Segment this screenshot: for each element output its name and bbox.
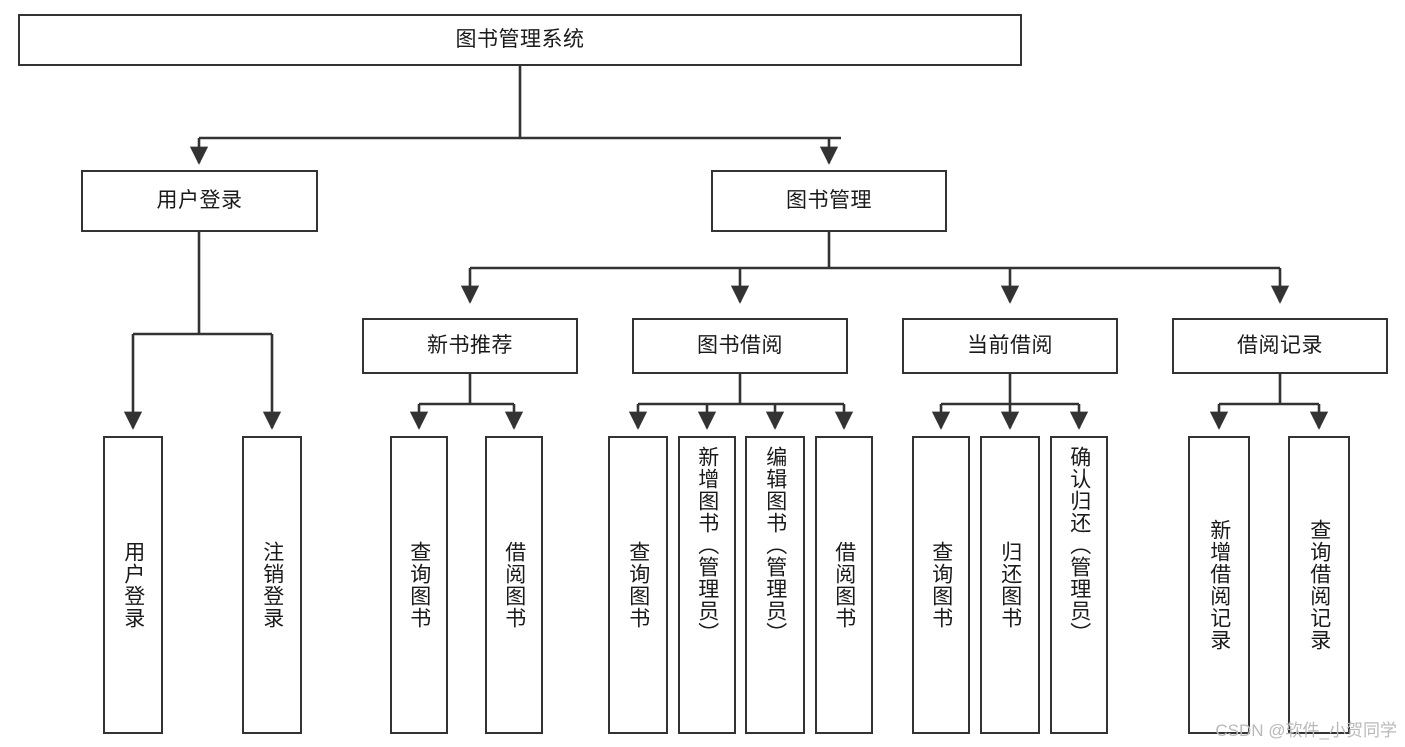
node-leaf-return-book[interactable]: 归还图书 <box>980 436 1040 734</box>
node-leaf-borrow-book[interactable]: 借阅图书 <box>815 436 873 734</box>
connector-newbook-to-leaves <box>409 374 524 430</box>
connector-borrowrecord-to-leaves <box>1209 374 1329 430</box>
node-label: 图书借阅 <box>697 334 783 358</box>
node-label: 借阅图书 <box>502 541 526 629</box>
node-borrow-record[interactable]: 借阅记录 <box>1172 318 1388 374</box>
node-user-login[interactable]: 用户登录 <box>81 170 318 232</box>
node-leaf-query-book-recommend[interactable]: 查询图书 <box>390 436 448 734</box>
node-label: 用户登录 <box>156 189 243 213</box>
node-label: 查询图书 <box>407 541 431 629</box>
node-leaf-user-login[interactable]: 用户登录 <box>103 436 163 734</box>
node-label: 编辑图书（管理员） <box>763 446 787 644</box>
node-leaf-confirm-return[interactable]: 确认归还（管理员） <box>1050 436 1108 734</box>
node-label: 新增借阅记录 <box>1207 519 1231 651</box>
node-label: 归还图书 <box>998 541 1022 629</box>
node-label: 查询图书 <box>929 541 953 629</box>
node-leaf-edit-book[interactable]: 编辑图书（管理员） <box>745 436 805 734</box>
node-label: 图书管理系统 <box>455 28 585 52</box>
node-label: 图书管理 <box>786 189 872 213</box>
node-label: 注销登录 <box>260 541 284 629</box>
node-label: 查询图书 <box>626 541 650 629</box>
node-label: 查询借阅记录 <box>1307 519 1331 651</box>
node-leaf-user-logout[interactable]: 注销登录 <box>242 436 302 734</box>
node-label: 确认归还（管理员） <box>1067 446 1091 644</box>
connector-root-to-level2 <box>189 66 841 165</box>
connector-currentborrow-to-leaves <box>931 374 1089 430</box>
node-leaf-query-book-current[interactable]: 查询图书 <box>912 436 970 734</box>
connector-userlogin-to-leaves <box>123 232 282 430</box>
node-label: 新书推荐 <box>427 334 513 358</box>
connector-bookborrow-to-leaves <box>628 374 854 430</box>
node-label: 用户登录 <box>121 541 145 629</box>
node-leaf-query-book-borrow[interactable]: 查询图书 <box>608 436 668 734</box>
node-label: 当前借阅 <box>967 334 1053 358</box>
node-new-book-recommend[interactable]: 新书推荐 <box>362 318 578 374</box>
node-label: 新增图书（管理员） <box>695 446 719 644</box>
node-book-management[interactable]: 图书管理 <box>711 170 947 232</box>
node-leaf-add-borrow-record[interactable]: 新增借阅记录 <box>1188 436 1250 734</box>
node-label: 借阅图书 <box>832 541 856 629</box>
node-root-book-management-system[interactable]: 图书管理系统 <box>18 14 1022 66</box>
node-leaf-query-borrow-record[interactable]: 查询借阅记录 <box>1288 436 1350 734</box>
node-leaf-borrow-book-recommend[interactable]: 借阅图书 <box>485 436 543 734</box>
node-book-borrow[interactable]: 图书借阅 <box>632 318 848 374</box>
node-leaf-add-book[interactable]: 新增图书（管理员） <box>678 436 736 734</box>
connector-bookmgmt-to-level3 <box>460 232 1290 304</box>
node-current-borrow[interactable]: 当前借阅 <box>902 318 1118 374</box>
node-label: 借阅记录 <box>1237 334 1323 358</box>
